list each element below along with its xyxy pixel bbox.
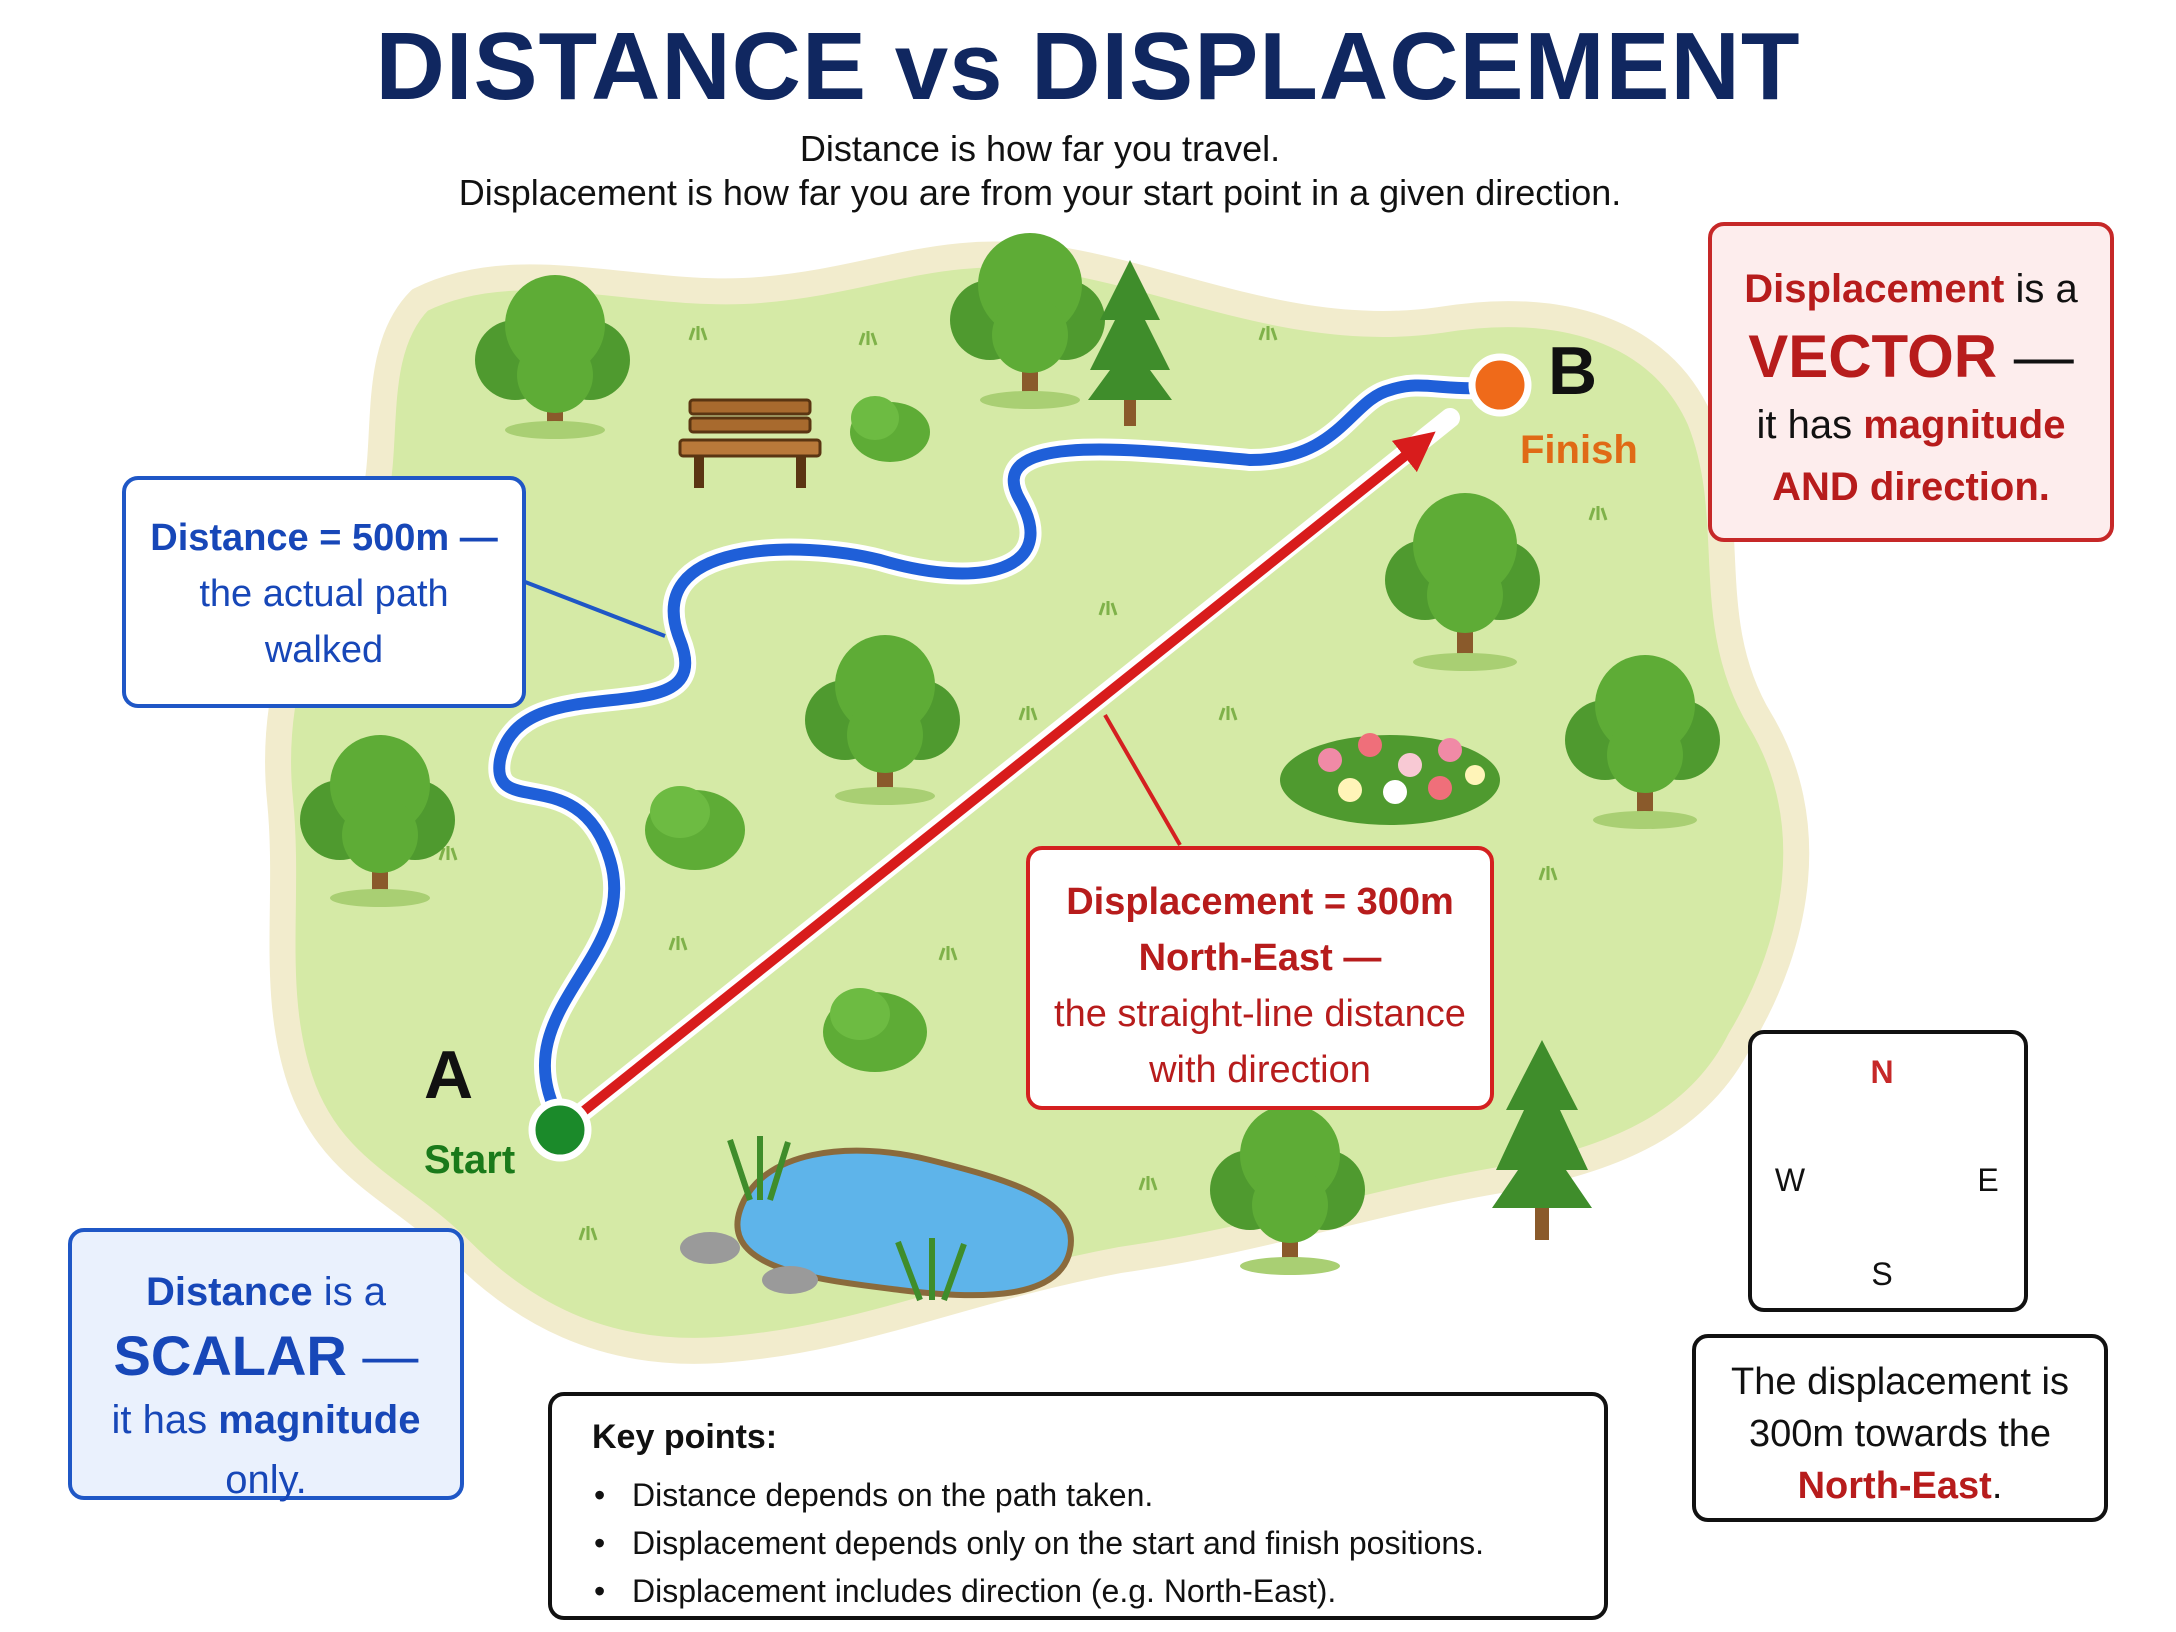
scalar-definition-box: Distance is a SCALAR — it has magnitude … xyxy=(68,1228,464,1502)
vector-line-3: it has magnitude xyxy=(1712,394,2110,456)
compass-summary-highlight: North-East xyxy=(1797,1465,1992,1507)
tree-icon xyxy=(950,233,1105,409)
compass-summary-end: . xyxy=(1991,1465,2003,1507)
displacement-callout-line-3: the straight-line distance xyxy=(1054,993,1466,1035)
vector-type: VECTOR xyxy=(1748,323,1998,390)
pond-icon xyxy=(680,1136,1074,1302)
finish-letter: B xyxy=(1548,333,1598,409)
key-point-item: Displacement depends only on the start a… xyxy=(592,1519,1604,1567)
vector-line-2: VECTOR — xyxy=(1712,320,2110,394)
pine-tree-icon xyxy=(1088,260,1172,426)
vector-it-has: it has xyxy=(1756,403,1864,447)
displacement-connector xyxy=(1103,714,1182,846)
start-label: Start xyxy=(424,1138,516,1182)
distance-callout-line-1: Distance = 500m — xyxy=(150,517,498,559)
start-marker xyxy=(528,1098,592,1162)
vector-dash: — xyxy=(1997,323,2074,390)
pine-tree-icon xyxy=(1492,1040,1592,1240)
compass-summary-line-3: North-East. xyxy=(1696,1460,2104,1512)
grass-tufts xyxy=(438,326,1608,1241)
displacement-callout-line-1: Displacement = 300m xyxy=(1066,881,1454,923)
scalar-line-3: it has magnitude xyxy=(72,1390,460,1450)
flower-bed-icon xyxy=(1280,733,1500,825)
vector-is-a: is a xyxy=(2004,267,2078,311)
compass-south-label: S xyxy=(1871,1256,1893,1292)
compass-box xyxy=(1748,1030,2028,1312)
scalar-is-a: is a xyxy=(312,1270,387,1314)
scalar-it-has: it has xyxy=(111,1398,219,1442)
tree-icon xyxy=(1385,493,1540,671)
key-point-item: Displacement includes direction (e.g. No… xyxy=(592,1567,1604,1615)
vector-term: Displacement xyxy=(1744,267,2005,311)
subtitle-line-2: Displacement is how far you are from you… xyxy=(458,172,1622,213)
vector-and-direction: AND direction. xyxy=(1772,465,2050,509)
distance-callout: Distance = 500m — the actual path walked xyxy=(122,476,526,708)
key-point-item: Distance depends on the path taken. xyxy=(592,1471,1604,1519)
tree-icon xyxy=(300,735,455,907)
compass-west-label: W xyxy=(1774,1162,1806,1198)
distance-callout-line-2: the actual path xyxy=(199,573,449,615)
vector-magnitude: magnitude xyxy=(1863,403,2066,447)
displacement-arrow-line xyxy=(571,431,1436,1122)
tree-icon xyxy=(1210,1105,1365,1275)
scalar-line-1: Distance is a xyxy=(72,1262,460,1322)
compass-summary-line-2: 300m towards the xyxy=(1748,1413,2052,1455)
compass-summary-box: The displacement is 300m towards the Nor… xyxy=(1692,1334,2108,1522)
scalar-type: SCALAR xyxy=(113,1324,347,1387)
bench-icon xyxy=(678,398,822,488)
scalar-magnitude: magnitude xyxy=(218,1398,421,1442)
compass-summary-line-1: The displacement is xyxy=(1731,1361,2069,1403)
vector-line-1: Displacement is a xyxy=(1712,258,2110,320)
vector-definition-box: Displacement is a VECTOR — it has magnit… xyxy=(1708,222,2114,542)
distance-connector xyxy=(519,578,666,638)
bush-icon xyxy=(645,396,930,1072)
page-title: DISTANCE vs DISPLACEMENT xyxy=(375,13,1801,120)
compass-north-label: N xyxy=(1870,1054,1894,1090)
displacement-callout: Displacement = 300m North-East — the str… xyxy=(1026,846,1494,1110)
scalar-only: only. xyxy=(225,1458,307,1502)
finish-label: Finish xyxy=(1520,428,1638,472)
finish-marker xyxy=(1468,353,1532,417)
subtitle-line-1: Distance is how far you travel. xyxy=(799,128,1281,169)
displacement-callout-line-4: with direction xyxy=(1149,1049,1371,1091)
start-letter: A xyxy=(424,1037,474,1113)
tree-icon xyxy=(1565,655,1720,829)
displacement-callout-line-2: North-East — xyxy=(1138,937,1382,979)
compass-east-label: E xyxy=(1977,1162,1999,1198)
tree-icon xyxy=(475,275,630,439)
scalar-line-2: SCALAR — xyxy=(72,1322,460,1390)
scalar-term: Distance xyxy=(145,1270,313,1314)
distance-callout-line-3: walked xyxy=(264,629,384,671)
key-points-title: Key points: xyxy=(592,1418,778,1456)
walked-path-line xyxy=(493,379,1486,1126)
key-points-box: Key points: Distance depends on the path… xyxy=(548,1392,1608,1620)
scalar-dash: — xyxy=(346,1324,419,1387)
tree-icon xyxy=(805,635,960,805)
